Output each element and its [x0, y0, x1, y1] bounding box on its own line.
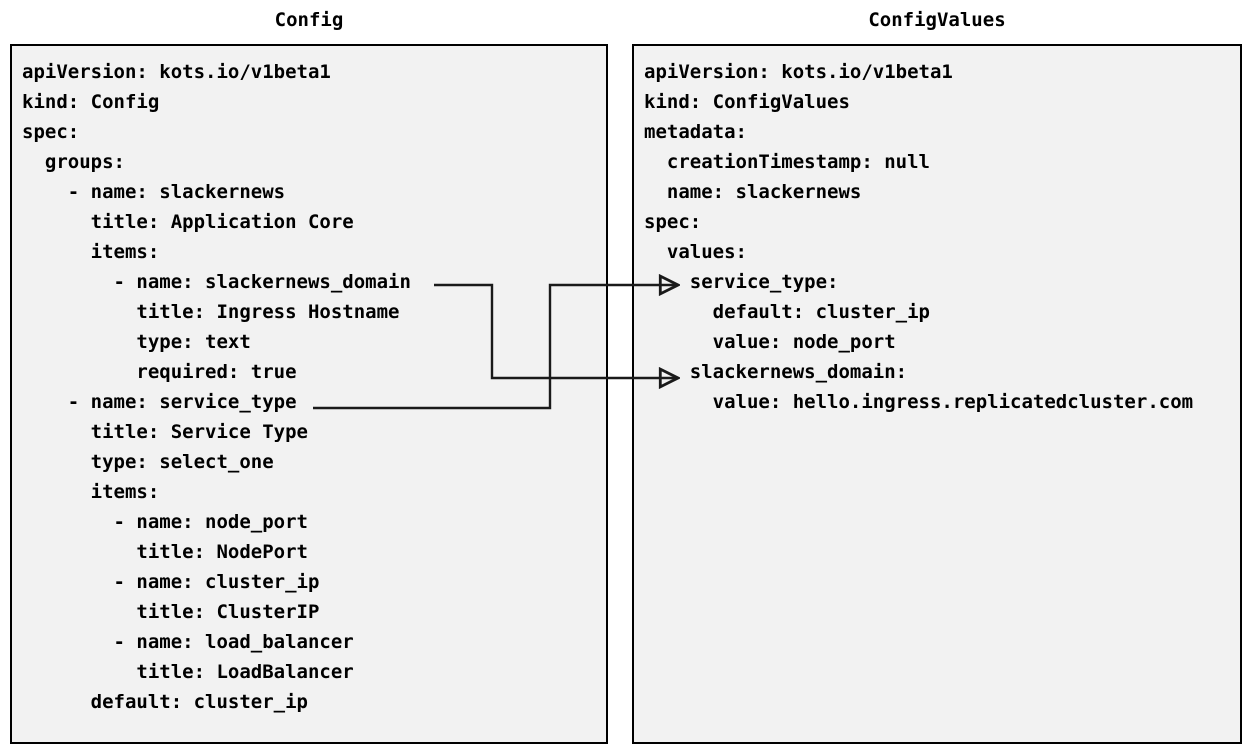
config-yaml-line: - name: service_type — [22, 391, 297, 413]
config-yaml-line: title: NodePort — [22, 541, 308, 563]
config-yaml-body: apiVersion: kots.io/v1beta1 kind: Config s… — [22, 57, 606, 717]
config-yaml-line: title: Service Type — [22, 421, 308, 443]
configvalues-yaml-panel: apiVersion: kots.io/v1beta1 kind: ConfigV… — [632, 44, 1242, 744]
configvalues-yaml-line: creationTimestamp: null — [644, 151, 930, 173]
config-yaml-line: default: cluster_ip — [22, 691, 308, 713]
configvalues-yaml-line: spec: — [644, 211, 702, 233]
config-yaml-line: items: — [22, 241, 160, 263]
configvalues-yaml-line: name: slackernews — [644, 181, 862, 203]
config-yaml-line: title: Ingress Hostname — [22, 301, 400, 323]
config-yaml-line: type: text — [22, 331, 251, 353]
config-yaml-line: kind: Config — [22, 91, 160, 113]
configvalues-yaml-line: metadata: — [644, 121, 747, 143]
config-yaml-line: - name: cluster_ip — [22, 571, 320, 593]
config-panel-title: Config — [274, 9, 344, 31]
configvalues-yaml-line: kind: ConfigValues — [644, 91, 850, 113]
config-yaml-line: title: ClusterIP — [22, 601, 320, 623]
config-yaml-line: type: select_one — [22, 451, 274, 473]
configvalues-yaml-line: apiVersion: kots.io/v1beta1 — [644, 61, 953, 83]
configvalues-yaml-body: apiVersion: kots.io/v1beta1 kind: ConfigV… — [644, 57, 1240, 417]
configvalues-yaml-line: service_type: — [644, 271, 839, 293]
config-yaml-line: - name: node_port — [22, 511, 308, 533]
config-yaml-line: required: true — [22, 361, 297, 383]
config-yaml-panel: apiVersion: kots.io/v1beta1 kind: Config s… — [10, 44, 608, 744]
configvalues-yaml-line: slackernews_domain: — [644, 361, 908, 383]
config-yaml-line: items: — [22, 481, 160, 503]
configvalues-yaml-line: value: node_port — [644, 331, 896, 353]
config-yaml-line: spec: — [22, 121, 80, 143]
config-yaml-line: title: LoadBalancer — [22, 661, 354, 683]
configvalues-yaml-line: values: — [644, 241, 747, 263]
config-yaml-line: - name: slackernews_domain — [22, 271, 411, 293]
config-yaml-line: groups: — [22, 151, 125, 173]
config-yaml-line: title: Application Core — [22, 211, 354, 233]
config-yaml-line: - name: slackernews — [22, 181, 286, 203]
config-yaml-line: apiVersion: kots.io/v1beta1 — [22, 61, 331, 83]
configvalues-panel-title: ConfigValues — [868, 9, 1006, 31]
configvalues-yaml-line: default: cluster_ip — [644, 301, 930, 323]
configvalues-yaml-line: value: hello.ingress.replicatedcluster.c… — [644, 391, 1194, 413]
config-yaml-line: - name: load_balancer — [22, 631, 354, 653]
